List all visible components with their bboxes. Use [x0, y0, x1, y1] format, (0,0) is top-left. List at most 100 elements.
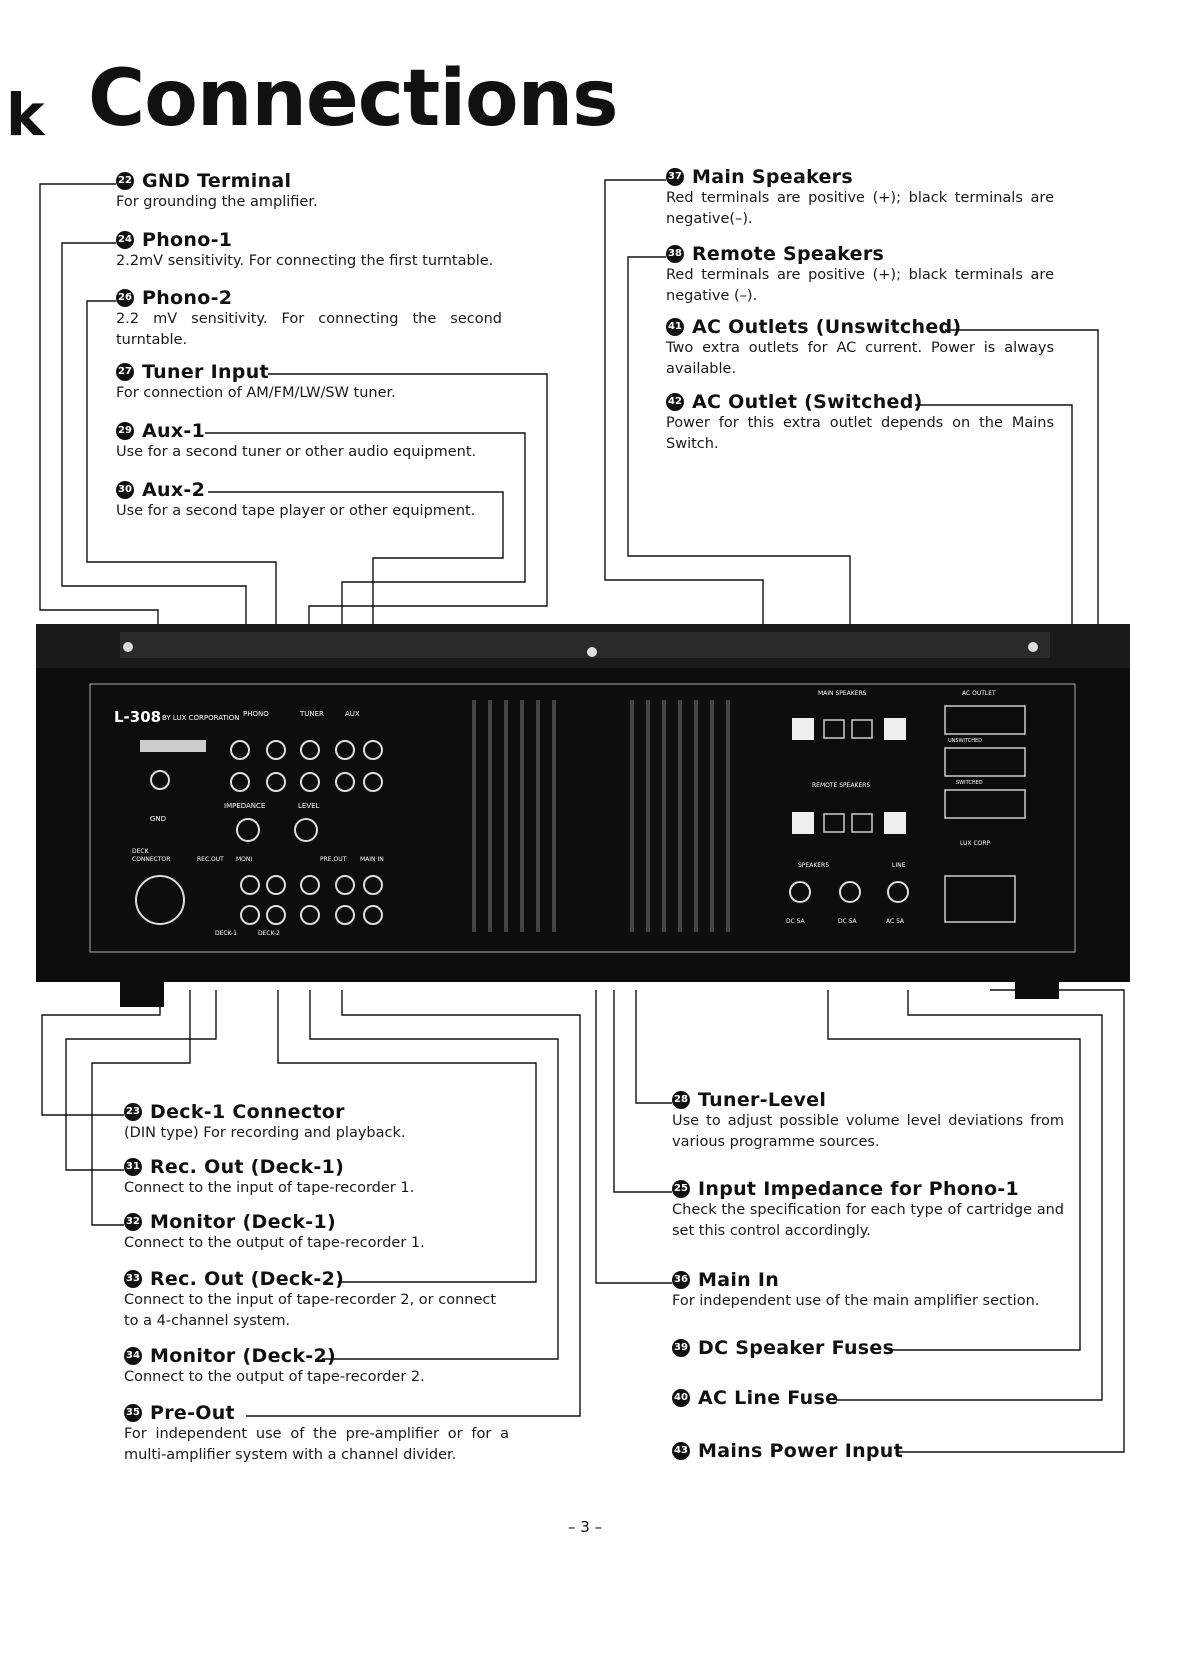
panel-label-main-speakers: MAIN SPEAKERS — [818, 690, 867, 697]
panel-label-moni: MONI — [236, 856, 253, 863]
panel-label-switched: SWITCHED — [956, 780, 983, 786]
item-label: Rec. Out (Deck-1) — [150, 1156, 345, 1178]
item-desc: Use for a second tape player or other eq… — [116, 503, 476, 519]
item-label: AC Line Fuse — [698, 1387, 839, 1409]
panel-model: L-308 — [114, 708, 162, 726]
item-label: Rec. Out (Deck-2) — [150, 1268, 345, 1290]
item-deck-1-connector: 23 Deck-1 Connector (DIN type) For record… — [124, 1101, 524, 1144]
item-number: 38 — [666, 245, 684, 263]
item-desc: 2.2 mV sensitivity. For connecting the s… — [116, 311, 502, 348]
panel-label-unswitched: UNSWITCHED — [948, 738, 983, 744]
panel-label-ac-outlet: AC OUTLET — [962, 690, 996, 697]
item-pre-out: 35 Pre-Out For independent use of the pre… — [124, 1402, 509, 1466]
item-gnd-terminal: 22 GND Terminal For grounding the amplifi… — [116, 170, 506, 213]
panel-label-lux-corp: LUX CORP — [960, 840, 991, 847]
page-number: – 3 – — [568, 1518, 603, 1536]
item-number: 42 — [666, 393, 684, 411]
item-aux-1: 29 Aux-1 Use for a second tuner or other … — [116, 420, 506, 463]
item-rec-out-deck-2: 33 Rec. Out (Deck-2) Connect to the input… — [124, 1268, 514, 1332]
panel-label-deck2: DECK-2 — [258, 930, 280, 937]
item-desc: For connection of AM/FM/LW/SW tuner. — [116, 385, 396, 401]
item-mains-power-input: 43 Mains Power Input — [672, 1440, 932, 1462]
panel-label-preout: PRE.OUT — [320, 856, 347, 863]
item-label: Main Speakers — [692, 166, 853, 188]
item-label: Main In — [698, 1269, 780, 1291]
panel-label-deck-connector: DECK CONNECTOR — [132, 848, 171, 863]
item-number: 37 — [666, 168, 684, 186]
item-number: 40 — [672, 1389, 690, 1407]
panel-label-gnd: GND — [150, 815, 167, 823]
item-number: 30 — [116, 481, 134, 499]
item-label: GND Terminal — [142, 170, 292, 192]
item-number: 29 — [116, 422, 134, 440]
item-label: AC Outlet (Switched) — [692, 391, 923, 413]
item-label: Aux-1 — [142, 420, 206, 442]
item-ac-outlet-switched: 42 AC Outlet (Switched) Power for this ex… — [666, 391, 1054, 455]
item-desc: Red terminals are positive (+); black te… — [666, 190, 1054, 227]
panel-label-recout: REC.OUT — [197, 856, 224, 863]
item-number: 43 — [672, 1442, 690, 1460]
item-number: 31 — [124, 1158, 142, 1176]
item-label: Mains Power Input — [698, 1440, 903, 1462]
item-desc: Connect to the output of tape-recorder 2… — [124, 1369, 425, 1385]
item-desc: Connect to the input of tape-recorder 1. — [124, 1180, 415, 1196]
item-monitor-deck-2: 34 Monitor (Deck-2) Connect to the output… — [124, 1345, 524, 1388]
item-label: DC Speaker Fuses — [698, 1337, 895, 1359]
item-label: Remote Speakers — [692, 243, 885, 265]
item-number: 33 — [124, 1270, 142, 1288]
item-desc: For independent use of the pre-amplifier… — [124, 1426, 509, 1463]
item-ac-line-fuse: 40 AC Line Fuse — [672, 1387, 872, 1409]
item-desc: Two extra outlets for AC current. Power … — [666, 340, 1054, 377]
panel-label-level: LEVEL — [298, 802, 320, 810]
item-desc: 2.2mV sensitivity. For connecting the fi… — [116, 253, 494, 269]
item-desc: Check the specification for each type of… — [672, 1202, 1064, 1239]
item-label: Deck-1 Connector — [150, 1101, 345, 1123]
panel-label-remote-speakers: REMOTE SPEAKERS — [812, 782, 871, 789]
title-fragment: k — [6, 81, 45, 149]
item-label: Pre-Out — [150, 1402, 235, 1424]
item-number: 23 — [124, 1103, 142, 1121]
item-desc: Use for a second tuner or other audio eq… — [116, 444, 477, 460]
item-desc: (DIN type) For recording and playback. — [124, 1125, 406, 1141]
item-desc: Connect to the output of tape-recorder 1… — [124, 1235, 425, 1251]
item-main-speakers: 37 Main Speakers Red terminals are positi… — [666, 166, 1054, 230]
panel-brand-line: BY LUX CORPORATION — [162, 714, 240, 722]
item-desc: Connect to the input of tape-recorder 2,… — [124, 1292, 497, 1329]
page-title: Connections — [88, 54, 619, 144]
item-number: 32 — [124, 1213, 142, 1231]
item-number: 22 — [116, 172, 134, 190]
item-desc: Power for this extra outlet depends on t… — [666, 415, 1054, 452]
item-input-impedance: 25 Input Impedance for Phono-1 Check the … — [672, 1178, 1064, 1242]
item-label: Input Impedance for Phono-1 — [698, 1178, 1020, 1200]
panel-label-tuner: TUNER — [300, 710, 324, 718]
item-label: Phono-1 — [142, 229, 233, 251]
item-number: 34 — [124, 1347, 142, 1365]
item-number: 25 — [672, 1180, 690, 1198]
item-rec-out-deck-1: 31 Rec. Out (Deck-1) Connect to the input… — [124, 1156, 524, 1199]
item-label: Tuner Input — [142, 361, 269, 383]
item-number: 35 — [124, 1404, 142, 1422]
panel-label-phono: PHONO — [243, 710, 269, 718]
item-number: 36 — [672, 1271, 690, 1289]
item-label: Monitor (Deck-1) — [150, 1211, 336, 1233]
item-dc-speaker-fuses: 39 DC Speaker Fuses — [672, 1337, 932, 1359]
panel-label-dc5a-2: DC 5A — [838, 918, 857, 925]
item-monitor-deck-1: 32 Monitor (Deck-1) Connect to the output… — [124, 1211, 524, 1254]
item-label: Tuner-Level — [698, 1089, 827, 1111]
item-label: Aux-2 — [142, 479, 206, 501]
item-desc: For grounding the amplifier. — [116, 194, 318, 210]
item-number: 39 — [672, 1339, 690, 1357]
item-desc: Use to adjust possible volume level devi… — [672, 1113, 1064, 1150]
item-label: Monitor (Deck-2) — [150, 1345, 336, 1367]
panel-label-speakers: SPEAKERS — [798, 862, 830, 869]
item-label: Phono-2 — [142, 287, 233, 309]
panel-label-mainin: MAIN IN — [360, 856, 384, 863]
panel-label-dc5a-1: DC 5A — [786, 918, 805, 925]
